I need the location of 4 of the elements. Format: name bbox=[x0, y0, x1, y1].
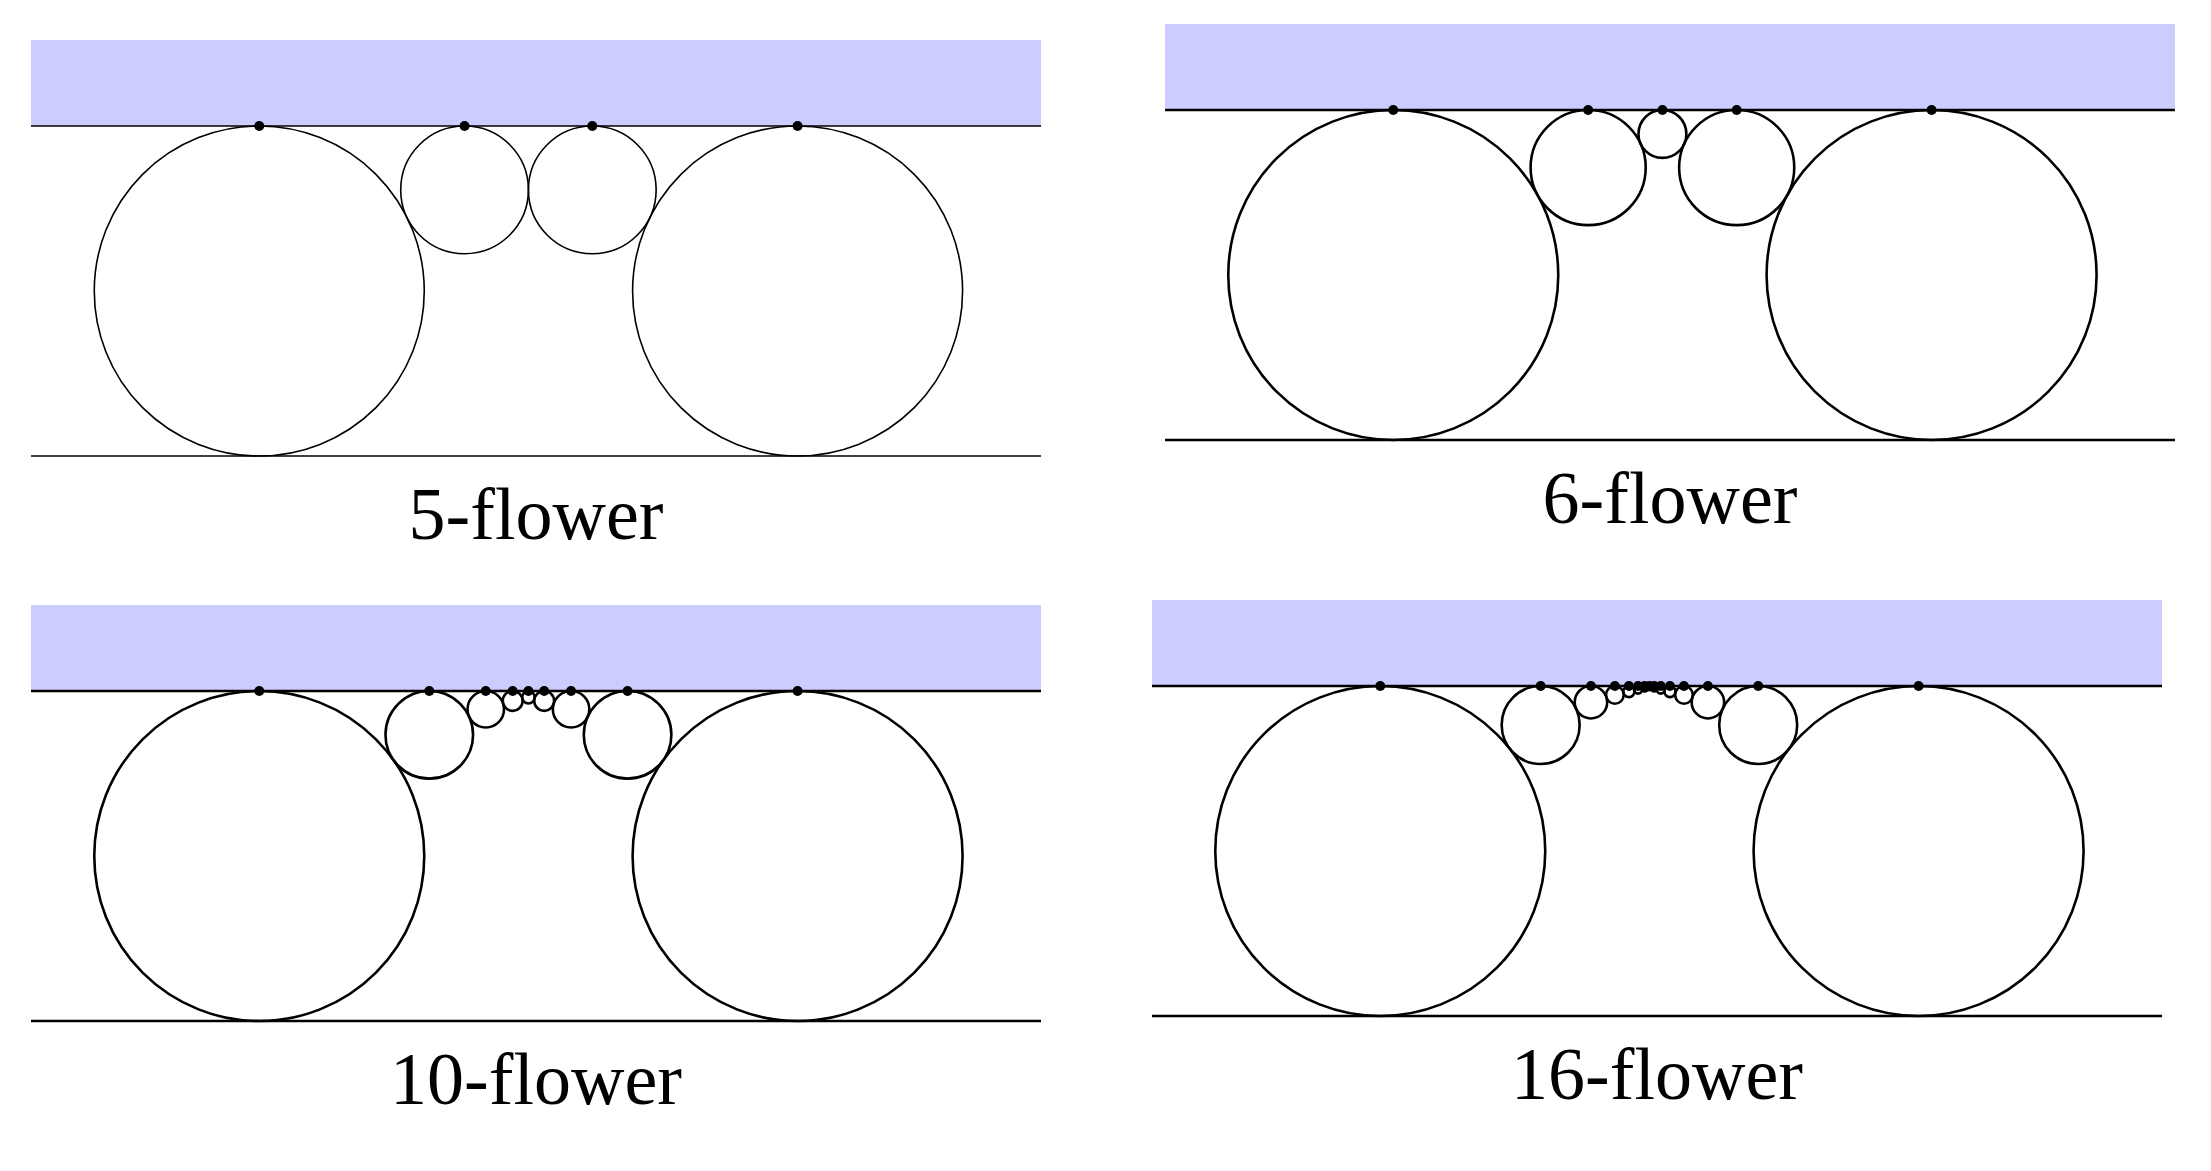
panel-caption: 5-flower bbox=[408, 474, 664, 554]
panel-caption: 10-flower bbox=[390, 1039, 682, 1119]
panel-caption: 6-flower bbox=[1542, 458, 1798, 538]
panel-caption: 16-flower bbox=[1511, 1034, 1803, 1114]
